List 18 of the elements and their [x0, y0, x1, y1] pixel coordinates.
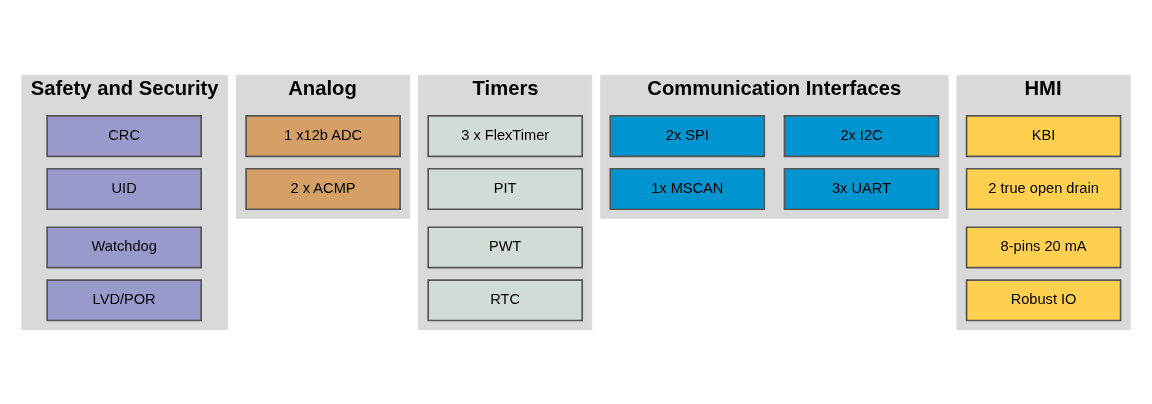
node-box: 3 x FlexTimer [427, 114, 584, 157]
node-box: Watchdog [46, 225, 202, 269]
node-box: Robust IO [965, 278, 1122, 321]
node-box: 1x MSCAN [609, 167, 766, 210]
node-box: 3x UART [783, 167, 940, 210]
node-box: PWT [427, 225, 584, 269]
node-box: 8-pins 20 mA [965, 225, 1122, 269]
node-box: 2x I2C [783, 114, 940, 157]
node-box: 2 true open drain [965, 167, 1122, 210]
node-box: LVD/POR [46, 278, 202, 321]
node-box: CRC [46, 114, 202, 157]
node-box: 2 x ACMP [245, 167, 401, 210]
node-box: 1 x12b ADC [245, 114, 401, 157]
node-box: RTC [427, 278, 584, 321]
node-box: KBI [965, 114, 1122, 157]
node-box: UID [46, 167, 202, 210]
node-box: PIT [427, 167, 584, 210]
node-box: 2x SPI [609, 114, 766, 157]
